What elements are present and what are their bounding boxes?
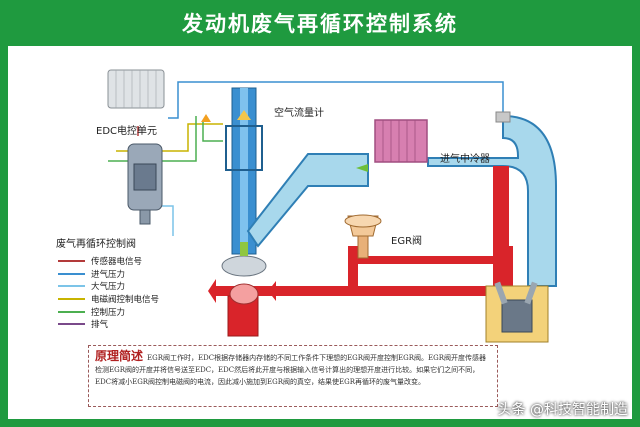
title-bar: 发动机废气再循环控制系统 xyxy=(0,0,640,46)
legend-label: 电磁阀控制电信号 xyxy=(91,295,160,306)
control-pressure-line-2 xyxy=(202,121,223,142)
edc-unit-ribs xyxy=(115,70,157,108)
air-flow-meter xyxy=(225,125,263,171)
legend-item: 排气 xyxy=(58,318,159,331)
intercooler xyxy=(374,119,428,163)
legend-label: 大气压力 xyxy=(91,282,126,293)
engine-piston xyxy=(501,299,533,333)
egr-valve-label: EGR阀 xyxy=(391,236,423,247)
legend-label: 控制压力 xyxy=(91,307,126,318)
egr-control-valve-port xyxy=(139,209,151,225)
summary-text: EGR阀工作时，EDC根据存储器内存储的不同工作条件下理想的EGR阀开度控制EG… xyxy=(95,354,486,386)
legend-item: 电磁阀控制电信号 xyxy=(58,293,159,306)
turbo-shaft xyxy=(240,242,248,256)
legend-label: 进气压力 xyxy=(91,269,126,280)
egr-loop-pipe xyxy=(348,246,513,286)
engine-intake-valve xyxy=(494,281,508,305)
legend-item: 大气压力 xyxy=(58,280,159,293)
diagram-canvas xyxy=(107,69,557,343)
edc-unit xyxy=(107,69,165,109)
legend-label: 传感器电信号 xyxy=(91,257,143,268)
air-flow-meter-label: 空气流量计 xyxy=(274,108,324,119)
control-arrow xyxy=(201,114,211,122)
legend-swatch xyxy=(58,298,85,301)
engine-exhaust-valve xyxy=(524,281,538,305)
legend: 传感器电信号 进气压力 大气压力 电磁阀控制电信号 控制压力 排气 xyxy=(58,255,159,331)
intercooler-fins xyxy=(382,120,416,162)
egr-valve-cap xyxy=(344,214,382,228)
exhaust-arrow-left xyxy=(208,279,216,303)
watermark: 头条 @科技智能制造 xyxy=(497,402,628,418)
intake-duct-left xyxy=(246,153,369,248)
turbo-compressor xyxy=(221,255,267,277)
legend-swatch xyxy=(58,285,85,288)
legend-item: 控制压力 xyxy=(58,305,159,318)
legend-swatch xyxy=(58,310,85,313)
page-title: 发动机废气再循环控制系统 xyxy=(182,12,458,36)
legend-label: 排气 xyxy=(91,320,109,331)
exhaust-riser xyxy=(493,166,509,286)
turbo-turbine xyxy=(229,283,259,305)
legend-item: 传感器电信号 xyxy=(58,255,159,268)
legend-swatch xyxy=(58,272,85,275)
egr-control-valve-core xyxy=(133,163,157,191)
intake-duct-right xyxy=(427,114,557,287)
egr-down-pipe xyxy=(348,246,358,286)
intercooler-label: 进气中冷器 xyxy=(440,154,490,165)
egr-valve-stem xyxy=(357,235,369,259)
intake-flow-arrow xyxy=(356,164,368,172)
legend-swatch xyxy=(58,260,85,263)
summary-heading: 原理简述 xyxy=(95,349,144,363)
intake-sensor xyxy=(495,111,511,123)
exhaust-main-pipe xyxy=(213,286,513,296)
air-flow-arrow-up xyxy=(237,110,251,120)
legend-item: 进气压力 xyxy=(58,268,159,281)
intake-pressure-line xyxy=(168,81,504,119)
legend-swatch xyxy=(58,323,85,326)
diagram-panel: EDC电控单元 空气流量计 进气中冷器 EGR阀 废气再循环控制阀 传感器电信号… xyxy=(8,46,632,419)
edc-label: EDC电控单元 xyxy=(96,126,158,137)
exhaust-arrow-mid xyxy=(268,281,276,301)
egr-control-valve-label: 废气再循环控制阀 xyxy=(56,239,136,250)
